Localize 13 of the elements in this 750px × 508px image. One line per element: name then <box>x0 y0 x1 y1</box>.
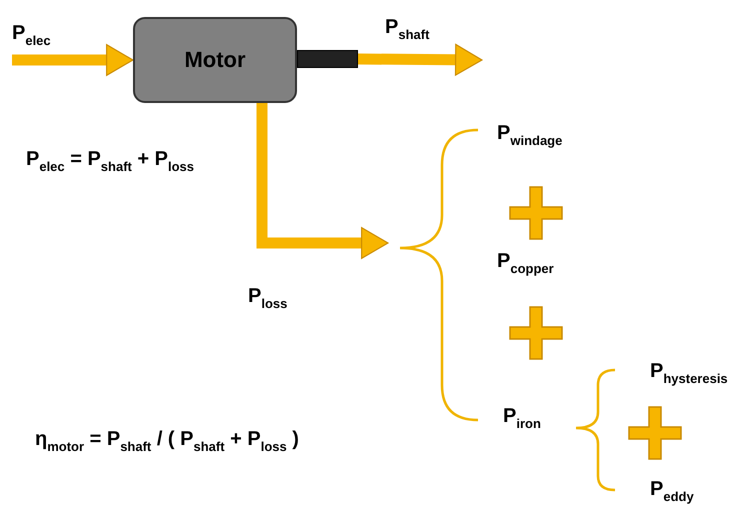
motor-label: Motor <box>184 47 246 73</box>
formula-text: P$_{copper}$ <box>497 250 554 276</box>
formula-text: P$_{windage}$ <box>497 122 562 148</box>
shaft-bar <box>297 50 358 68</box>
formula-text: P$_{eddy}$ <box>650 478 694 504</box>
formula-text: η$_{motor}$ = P$_{shaft}$ / ( P$_{shaft}$ + P$_{loss}$ ) <box>35 428 299 454</box>
formula-text: P$_{elec}$ = P$_{shaft}$ + P$_{loss}$ <box>26 148 194 174</box>
formula-text: P$_{hysteresis}$ <box>650 360 728 386</box>
formula-text: P$_{iron}$ <box>503 405 541 432</box>
edge-label: P$_{loss}$ <box>248 285 288 312</box>
edge-label: P$_{elec}$ <box>12 22 51 48</box>
edge-label: P$_{shaft}$ <box>385 16 430 42</box>
motor-box <box>133 17 297 103</box>
